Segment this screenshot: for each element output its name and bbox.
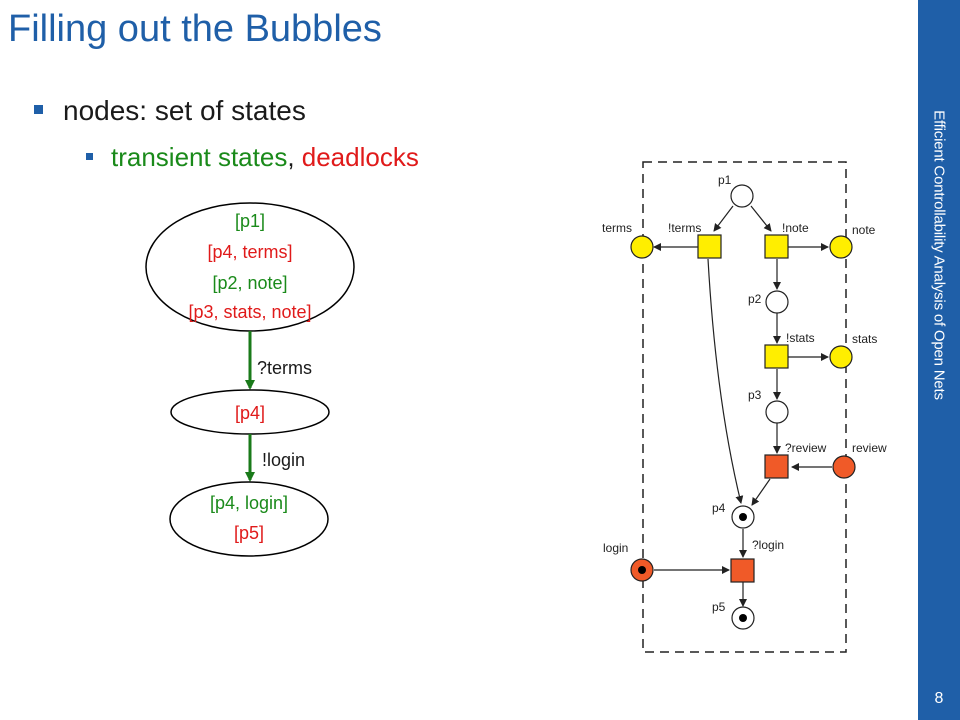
slide-title: Filling out the Bubbles (8, 8, 382, 50)
label-terms: terms (602, 221, 632, 235)
node1-state-2: [p4, terms] (207, 242, 292, 262)
label-p3: p3 (748, 388, 762, 402)
place-terms (630, 235, 654, 259)
place-review (832, 455, 856, 479)
transition-send-stats (764, 344, 789, 369)
bullet-separator: , (287, 142, 302, 172)
transition-receive-login (730, 558, 755, 583)
label-p5: p5 (712, 600, 726, 614)
graph-node-final (169, 481, 329, 557)
node2-state-1: [p4] (235, 403, 265, 423)
label-p4: p4 (712, 501, 726, 515)
label-t-terms: !terms (668, 221, 701, 235)
label-t-review: ?review (785, 441, 827, 455)
node3-state-1: [p4, login] (210, 493, 288, 513)
label-p2: p2 (748, 292, 762, 306)
petri-net: p1 terms !terms !note note p2 !stats sta… (602, 161, 887, 653)
transient-states-text: transient states (111, 142, 288, 172)
page-number: 8 (934, 690, 944, 707)
state-graph: [p1] [p4, terms] [p2, note] [p3, stats, … (145, 202, 355, 557)
label-review: review (852, 441, 887, 455)
sidebar-title: Efficient Controllability Analysis of Op… (930, 110, 948, 400)
label-p1: p1 (718, 173, 732, 187)
token-icon (739, 513, 747, 521)
place-p3 (765, 400, 789, 424)
transition-send-note (764, 234, 789, 259)
label-t-note: !note (782, 221, 809, 235)
sidebar-band (918, 0, 960, 720)
label-note: note (852, 223, 876, 237)
node1-state-3: [p2, note] (212, 273, 287, 293)
transition-receive-review (764, 454, 789, 479)
node3-state-2: [p5] (234, 523, 264, 543)
token-icon (638, 566, 646, 574)
place-stats (829, 345, 853, 369)
edge-label-terms: ?terms (257, 358, 312, 378)
place-p1 (730, 184, 754, 208)
label-stats: stats (852, 332, 877, 346)
token-icon (739, 614, 747, 622)
bullet-nodes-text: nodes: set of states (63, 95, 306, 126)
bullet-states: transient states, deadlocks (86, 142, 419, 173)
open-net-boundary (642, 161, 847, 653)
bullet-nodes: nodes: set of states (34, 95, 306, 127)
transition-send-terms (697, 234, 722, 259)
node1-state-4: [p3, stats, note] (188, 302, 311, 322)
place-p2 (765, 290, 789, 314)
bullet-square-icon (86, 152, 93, 160)
place-note (829, 235, 853, 259)
deadlocks-text: deadlocks (301, 142, 419, 172)
label-t-login: ?login (752, 538, 784, 552)
edge-label-login: !login (262, 450, 305, 470)
node1-state-1: [p1] (235, 211, 265, 231)
petri-arcs (653, 205, 832, 607)
label-login: login (603, 541, 628, 555)
label-t-stats: !stats (786, 331, 815, 345)
bullet-square-icon (34, 105, 43, 115)
diagram-canvas: [p1] [p4, terms] [p2, note] [p3, stats, … (145, 161, 887, 653)
